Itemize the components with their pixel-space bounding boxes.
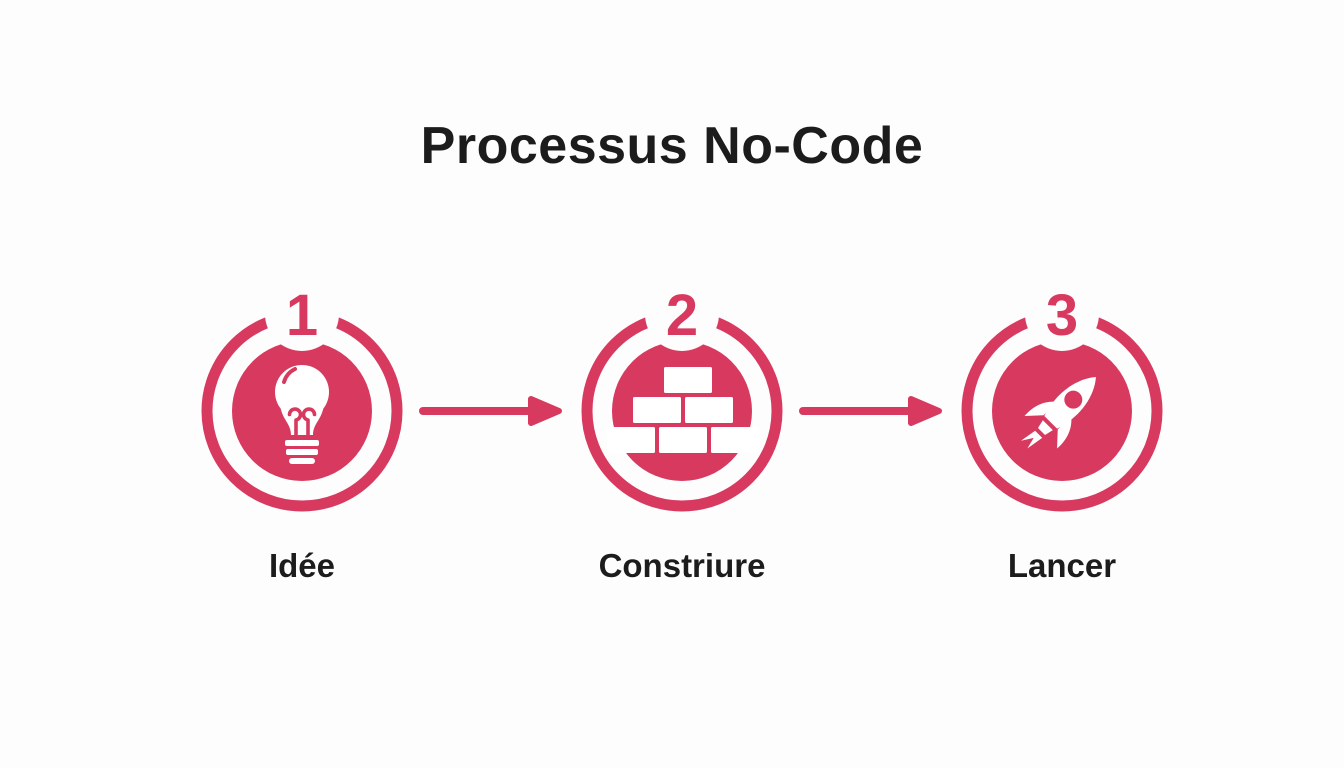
bricks-icon (607, 367, 759, 454)
lightbulb-icon (275, 365, 329, 465)
step-idea-badge: 1 (201, 283, 403, 512)
step-idea-label: Idée (268, 547, 336, 585)
connector-1 (408, 283, 576, 431)
ring-gap (265, 283, 339, 352)
page-title: Processus No-Code (420, 117, 924, 175)
step-number: 2 (666, 283, 698, 348)
arrow-right-icon (419, 396, 562, 427)
step-launch-label: Lancer (1007, 547, 1117, 585)
arrow-right-icon (799, 396, 942, 427)
step-idea: 1 Idée (196, 283, 408, 585)
step-build-label: Constriure (598, 547, 766, 585)
step-number: 1 (286, 283, 318, 348)
step-number: 3 (1046, 283, 1078, 348)
ring-gap (645, 283, 719, 352)
process-steps: 1 Idée (0, 283, 1344, 585)
rocket-icon (1020, 377, 1096, 449)
step-launch-badge: 3 (961, 283, 1163, 512)
connector-2 (788, 283, 956, 431)
step-build: 2 Constriure (576, 283, 788, 585)
step-launch: 3 Lancer (956, 283, 1168, 585)
ring-gap (1025, 283, 1099, 352)
step-build-badge: 2 (581, 283, 783, 512)
